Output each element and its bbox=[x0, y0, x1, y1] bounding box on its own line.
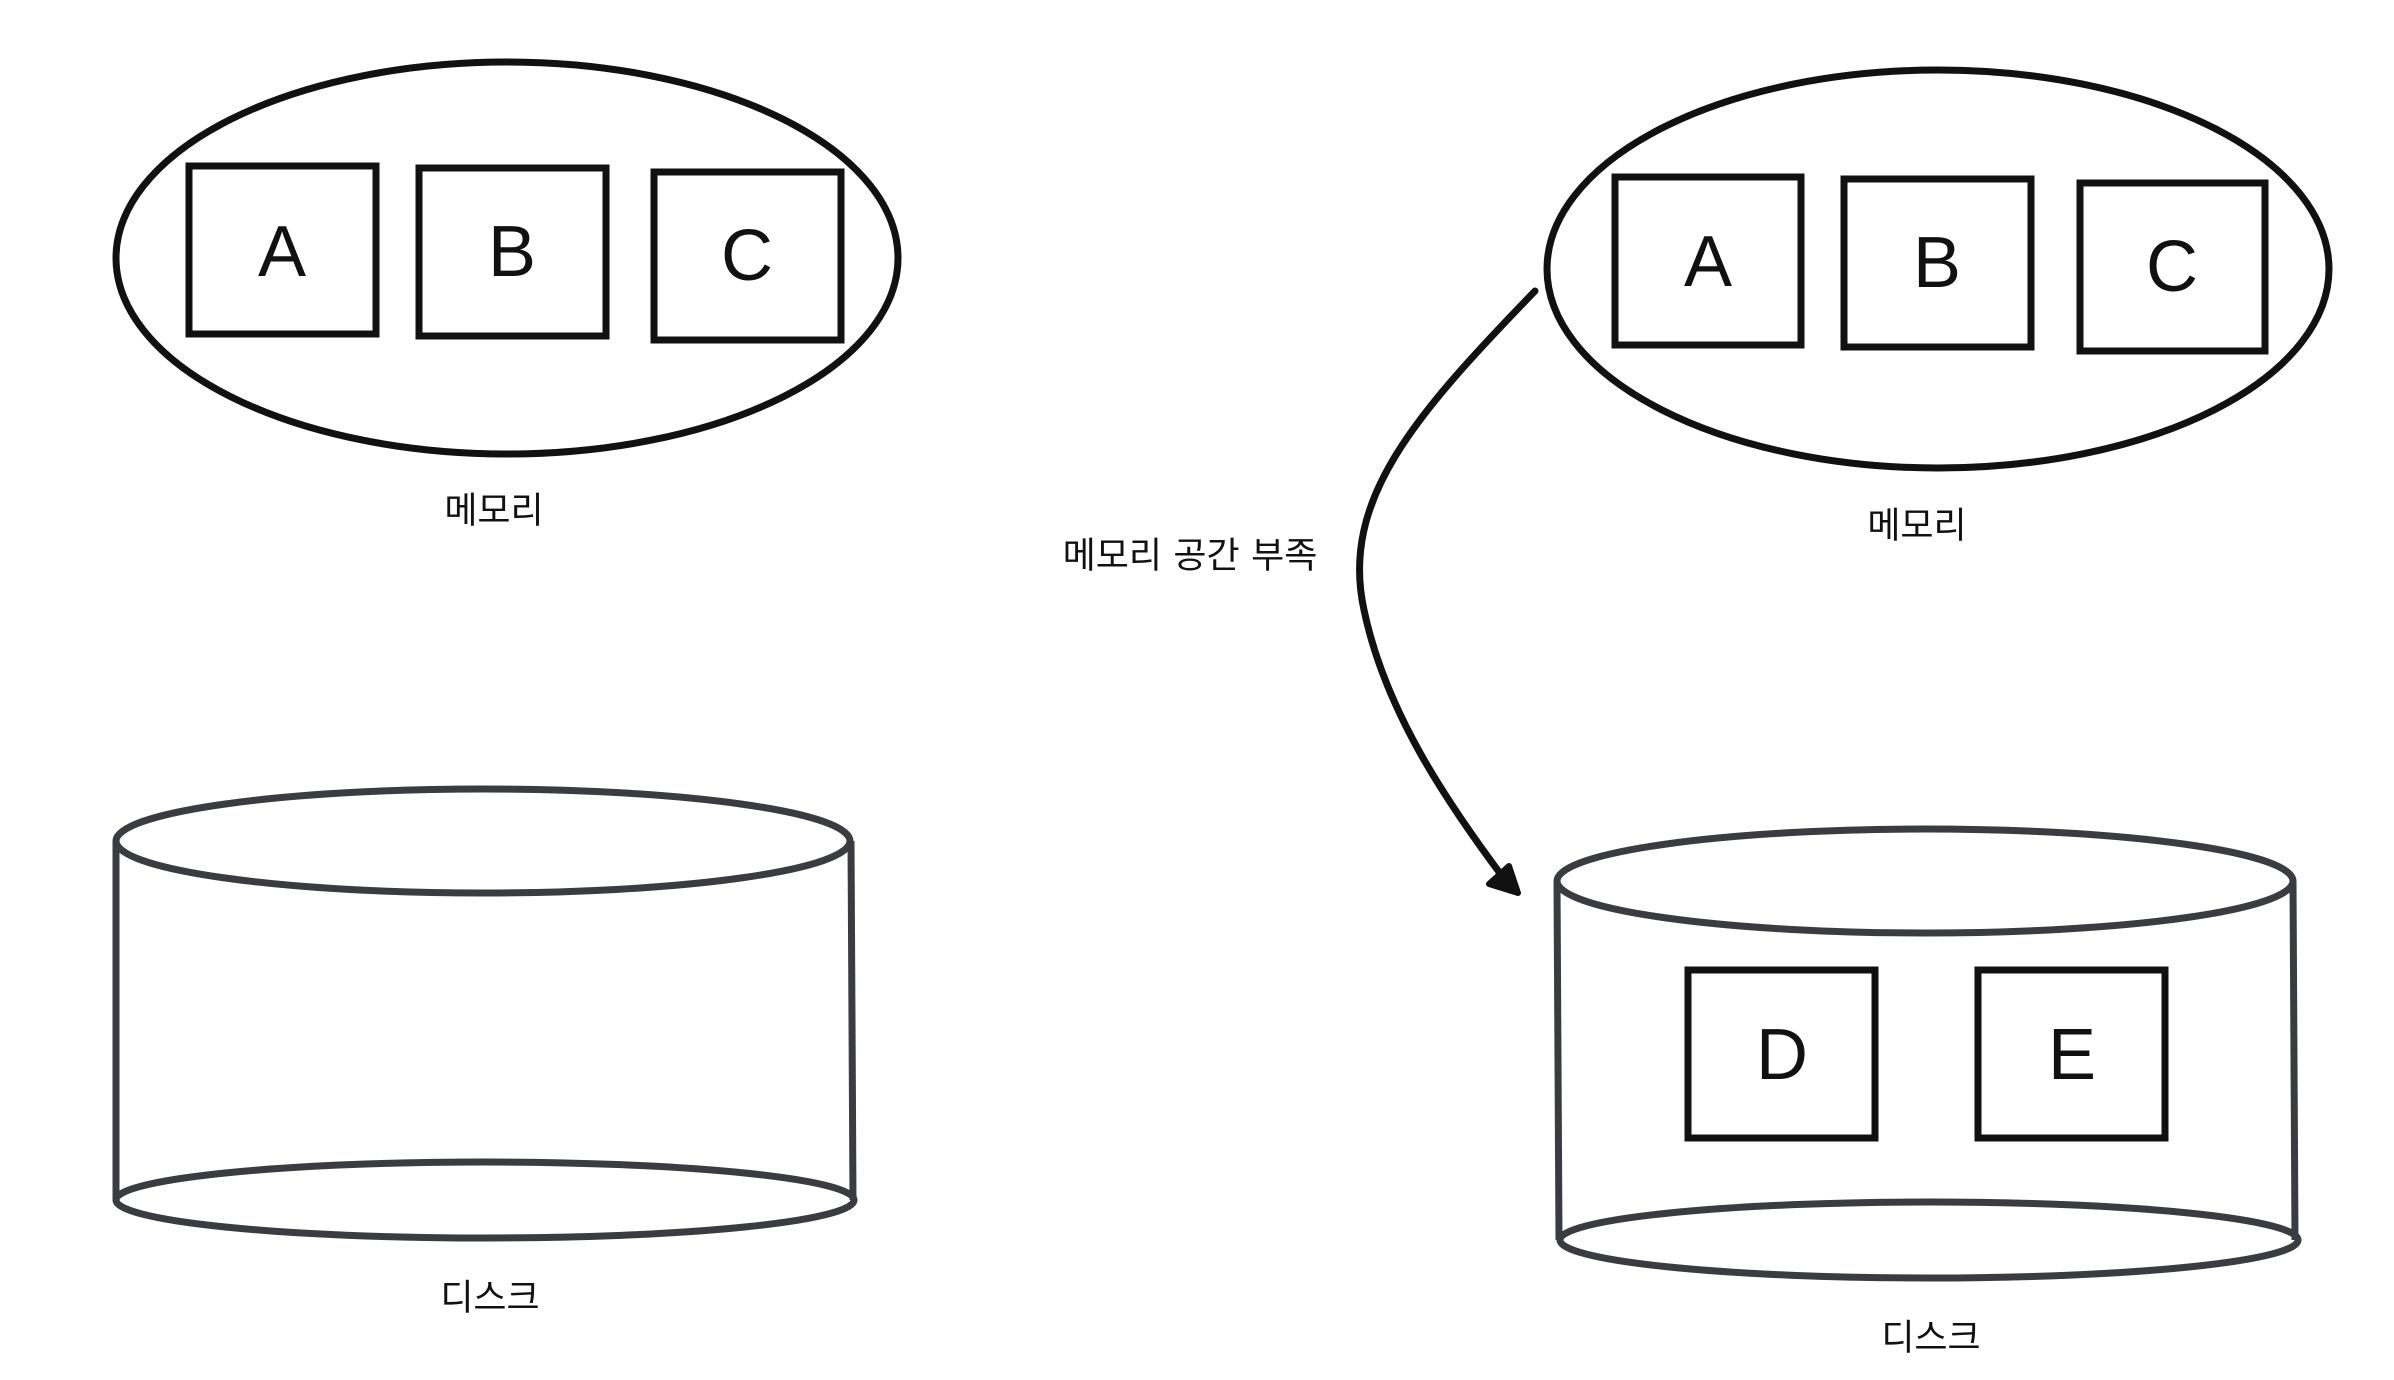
left-memory-block-b-box bbox=[415, 164, 610, 340]
right-disk-block-e-label: E bbox=[2048, 1015, 2096, 1095]
right-memory-block-a-label: A bbox=[1684, 222, 1732, 302]
right-disk-block-d-label: D bbox=[1756, 1015, 1808, 1095]
right-memory: A B C 메모리 bbox=[1543, 66, 2333, 547]
right-memory-block-b-label: B bbox=[1913, 223, 1961, 303]
right-disk-block-e-box bbox=[1974, 966, 2169, 1142]
right-memory-block-c: C bbox=[2076, 179, 2269, 355]
left-memory-block-b: B bbox=[415, 164, 610, 340]
right-memory-caption: 메모리 bbox=[1867, 506, 1966, 547]
swap-arrow-curve bbox=[1356, 287, 1539, 884]
left-memory-ellipse bbox=[112, 58, 902, 458]
right-disk-block-e: E bbox=[1974, 966, 2169, 1142]
right-disk-left-wall bbox=[1553, 882, 1563, 1241]
left-memory-block-c-box bbox=[650, 168, 845, 344]
right-disk: D E 디스크 bbox=[1553, 825, 2302, 1359]
left-disk-right-wall bbox=[847, 840, 857, 1201]
left-memory-caption: 메모리 bbox=[444, 491, 543, 532]
right-disk-block-d: D bbox=[1684, 966, 1879, 1142]
left-disk: 디스크 bbox=[112, 785, 858, 1319]
right-memory-block-b-box bbox=[1840, 175, 2035, 351]
left-memory-block-b-label: B bbox=[488, 212, 536, 292]
right-memory-ellipse bbox=[1543, 66, 2333, 472]
left-disk-bottom-ellipse bbox=[112, 1158, 858, 1242]
right-memory-block-c-label: C bbox=[2146, 227, 2198, 307]
arrowhead-icon bbox=[1486, 863, 1521, 896]
right-disk-top-ellipse bbox=[1553, 825, 2297, 937]
right-disk-block-d-box bbox=[1684, 966, 1879, 1142]
right-disk-caption: 디스크 bbox=[1881, 1318, 1980, 1359]
left-memory-block-c: C bbox=[650, 168, 845, 344]
right-disk-right-wall bbox=[2289, 880, 2299, 1241]
swap-arrow-label: 메모리 공간 부족 bbox=[1063, 536, 1318, 577]
right-memory-block-b: B bbox=[1840, 175, 2035, 351]
left-disk-top-ellipse bbox=[112, 785, 854, 897]
left-memory-block-a-label: A bbox=[258, 212, 306, 292]
left-memory-block-c-label: C bbox=[721, 216, 773, 296]
right-disk-bottom-ellipse bbox=[1556, 1198, 2302, 1282]
left-memory-block-a-box bbox=[185, 162, 380, 338]
right-memory-block-a-box bbox=[1611, 173, 1805, 349]
right-memory-block-c-box bbox=[2076, 179, 2269, 355]
left-memory-block-a: A bbox=[185, 162, 380, 338]
left-disk-caption: 디스크 bbox=[440, 1278, 539, 1319]
swap-arrow: 메모리 공간 부족 bbox=[1063, 287, 1539, 896]
right-memory-block-a: A bbox=[1611, 173, 1805, 349]
left-memory: A B C 메모리 bbox=[112, 58, 902, 532]
